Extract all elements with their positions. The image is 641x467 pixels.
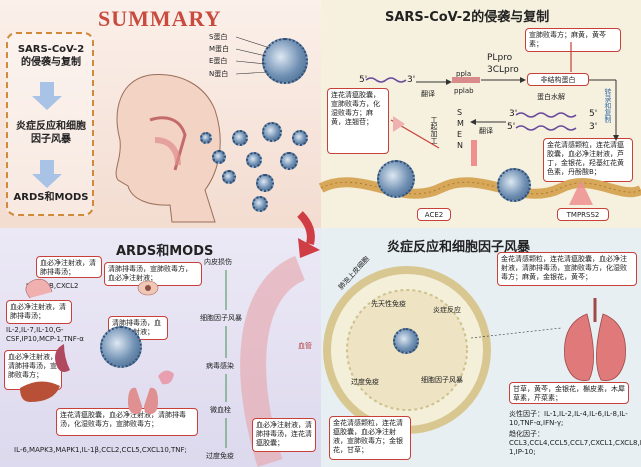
step-ards: ARDS和MODS [13, 192, 89, 203]
lung-factors: IL6,IL1B,CXCL2 [26, 282, 79, 290]
flow-overimmune: 过度免疫 [206, 452, 234, 460]
tmprss2-label: TMPRSS2 [557, 208, 609, 221]
virus-budding-icon [497, 168, 531, 202]
step-inflammation: 炎症反应和细胞因子风暴 [16, 121, 86, 145]
ring-overimmune: 过度免疫 [351, 378, 379, 386]
rna-3-label: 3' [407, 75, 416, 85]
liver-icon [20, 381, 60, 402]
virus-small-icon [292, 130, 308, 146]
arrow-down-icon [32, 82, 62, 110]
inflammation-title: 炎症反应和细胞因子风暴 [387, 240, 531, 255]
virus-small-icon [212, 150, 226, 164]
step-invasion: SARS-CoV-2的侵袭与复制 [17, 44, 85, 68]
herb-box-lung: 血必净注射液，清肺排毒汤； [36, 256, 102, 278]
herb-box-bottom-right: 甘草，黄芩，金银花，槲皮素，木犀草素，芹菜素； [509, 382, 629, 404]
clpro-label: 3CLpro [487, 65, 519, 75]
rna-3-label-c: 3' [589, 122, 598, 132]
herb-box-top: 宣肺败毒方；麻黄，黄芩素； [525, 28, 621, 52]
virus-icon [100, 326, 142, 368]
rna-5-label-b: 5' [589, 109, 598, 119]
stomach-icon [158, 370, 174, 385]
sars-title: SARS-CoV-2的侵袭与复制 [385, 10, 550, 25]
hydrolysis-label: 蛋白水解 [537, 93, 565, 101]
lungs-icon [564, 313, 626, 381]
sars-panel: SARS-CoV-2的侵袭与复制 宣肺败毒方；麻黄，黄芩素； PLpro 3CL… [318, 0, 641, 228]
label-n-protein: N蛋白 [209, 70, 229, 78]
virus-large-icon [262, 38, 308, 84]
ards-title: ARDS和MODS [116, 244, 214, 259]
kidney-icon [55, 344, 70, 372]
sars-pathway [318, 42, 641, 205]
plpro-label: PLpro [487, 53, 513, 63]
inflammatory-factors: 炎性因子：IL-1,IL-2,IL-4,IL-6,IL-8,IL-10,TNF-… [509, 410, 628, 427]
rna-5-label-c: 5' [507, 122, 516, 132]
herb-box-heart: 血必净注射液，清肺排毒汤； [6, 300, 72, 324]
lung-icon [128, 387, 158, 414]
arrow-down-icon [32, 160, 62, 188]
pplab-label: pplab [454, 87, 474, 95]
flow-storm: 细胞因子风暴 [200, 314, 242, 322]
virus-entry-icon [377, 160, 415, 198]
herb-box-right: 金花清感颗粒，连花清瘟胶囊，血必净注射液，芦丁，金银花，羟基红花黄色素，丹酚酸B… [543, 138, 633, 182]
virus-small-icon [280, 152, 298, 170]
virus-small-icon [256, 174, 274, 192]
translate-label-1: 翻译 [421, 90, 435, 98]
summary-panel: SUMMARY SARS-CoV-2的侵袭与复制 炎症反应和细胞因子风暴 ARD… [0, 0, 321, 228]
airway-icon [149, 116, 187, 171]
ards-panel: ARDS和MODS 血必净注射液，清肺排毒汤； IL6,IL1B,CXCL2 清… [0, 228, 321, 467]
bottom-factors: IL-6,MAPK3,MAPK1,IL-1β,CCL2,CCL5,CXCL10,… [14, 446, 187, 454]
virus-small-icon [232, 130, 248, 146]
translate-label-2: 翻译 [479, 127, 493, 135]
herb-box-left: 连花清瘟胶囊，宣肺败毒方，化湿败毒方；麻黄，连翘苷； [327, 88, 389, 154]
inflammation-panel: 炎症反应和细胞因子风暴 金花清感颗粒，连花清瘟胶囊，血必净注射液，清肺排毒汤，宣… [321, 228, 641, 467]
herb-box-liver: 连花清瘟胶囊，血必净注射液，清肺排毒汤，化湿败毒方，宣肺败毒方； [56, 408, 198, 436]
label-m-protein: M蛋白 [209, 45, 230, 53]
virus-small-icon [262, 122, 282, 142]
rna-5-label: 5' [359, 75, 368, 85]
heart-factors: IL-2,IL-7,IL-10,G-CSF,IP10,MCP-1,TNF-α [6, 326, 84, 343]
virus-small-icon [222, 170, 236, 184]
flow-endothelial: 内皮损伤 [204, 258, 232, 266]
chemokine-factors: 趋化因子：CCL3,CCL4,CCL5,CCL7,CXCL1,CXCL8,MCO… [509, 430, 641, 456]
virus-small-icon [200, 132, 212, 144]
summary-illustration [32, 74, 221, 223]
virus-icon [393, 328, 419, 354]
summary-title: SUMMARY [98, 6, 222, 31]
virus-small-icon [252, 196, 268, 212]
ring-storm: 细胞因子风暴 [421, 376, 463, 384]
flow-infection: 病毒感染 [206, 362, 234, 370]
label-s-protein: S蛋白 [209, 33, 228, 41]
virus-small-icon [246, 152, 262, 168]
transcription-label: 转录和复制 [604, 88, 612, 123]
rna-3-label-b: 3' [509, 109, 518, 119]
nonstructural-box: 非结构蛋白 [527, 73, 589, 86]
ring-innate: 先天性免疫 [371, 300, 406, 308]
protein-e: E [457, 130, 463, 139]
protein-s: S [457, 108, 463, 117]
label-e-protein: E蛋白 [209, 57, 228, 65]
flow-thrombus: 微血栓 [210, 406, 231, 414]
ppla-label: ppla [456, 70, 472, 78]
herb-box-top-right: 金花清感颗粒，连花清瘟胶囊，血必净注射液，清肺排毒汤，宣肺败毒方，化湿败毒方；麻… [497, 252, 637, 286]
summary-steps-box [6, 32, 94, 216]
herb-box-bottom-left: 金花清感颗粒，连花清瘟胶囊，血必净注射液，宣肺败毒方；金银花，甘草； [329, 416, 411, 460]
head-silhouette [115, 74, 221, 223]
protein-n: N [457, 141, 463, 150]
ring-inflammation: 炎症反应 [433, 306, 461, 314]
herb-box-vessel: 血必净注射液，清肺排毒汤，连花清瘟胶囊； [252, 418, 316, 452]
ace2-label: ACE2 [417, 208, 451, 221]
vessel-label: 血管 [298, 342, 312, 350]
protein-m: M [457, 119, 464, 128]
assembly-label: 工起加工 [430, 116, 438, 144]
heart-icon [25, 278, 53, 299]
